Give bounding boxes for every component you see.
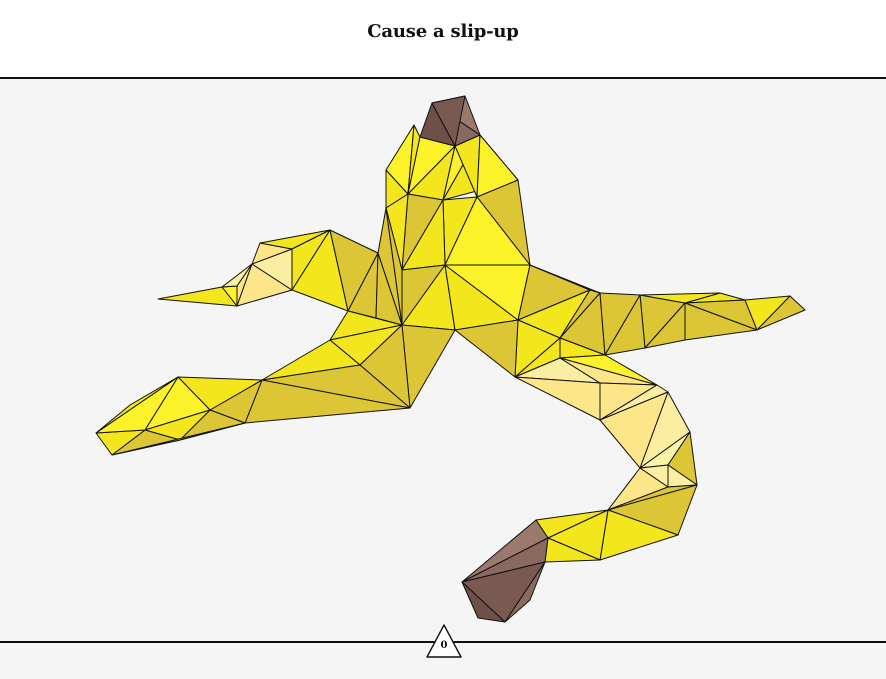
page-title: Cause a slip-up: [367, 21, 519, 42]
stem-top: [419, 95, 481, 147]
banana-peel-icon[interactable]: [0, 79, 886, 641]
lower-right-flap: [514, 357, 698, 563]
triangle-counter: 0: [424, 623, 464, 659]
left-flap: [157, 207, 403, 326]
stem-bottom: [461, 519, 549, 623]
counter-value: 0: [440, 640, 448, 651]
game-stage[interactable]: [0, 79, 886, 641]
lower-left-flap: [95, 310, 456, 456]
header: Cause a slip-up: [0, 0, 886, 77]
top-flap: [385, 124, 531, 331]
right-flap: [454, 264, 806, 386]
triangle-counter-icon: [426, 624, 462, 658]
top-divider: [0, 77, 886, 79]
